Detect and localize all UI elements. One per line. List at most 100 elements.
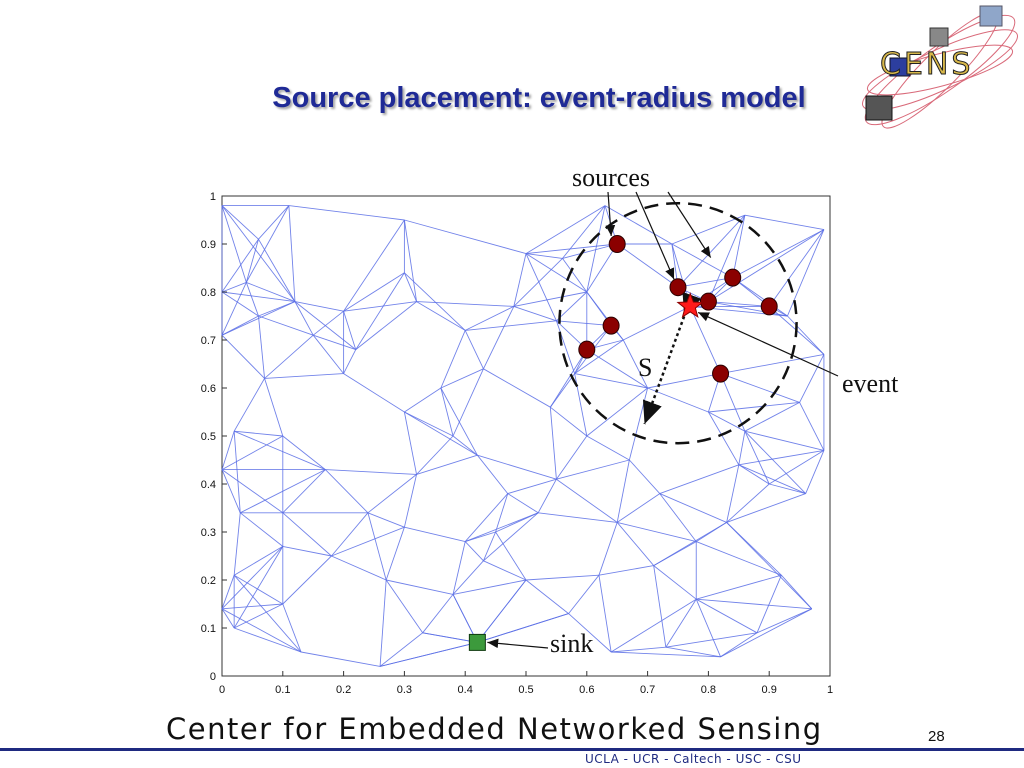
y-tick-label: 0.5	[201, 431, 216, 443]
network-edge	[440, 387, 454, 437]
network-edge	[233, 378, 265, 432]
network-edge	[440, 387, 478, 456]
network-edge	[665, 632, 758, 648]
network-edge	[477, 613, 569, 643]
network-edge	[744, 430, 825, 451]
event-star	[676, 291, 704, 319]
network-edge	[555, 320, 576, 374]
network-edge	[732, 277, 788, 317]
network-edge	[403, 272, 417, 302]
network-edge	[221, 435, 284, 470]
network-edge	[246, 281, 296, 303]
network-edge	[549, 407, 557, 480]
network-edge	[550, 406, 588, 437]
network-edge	[477, 454, 557, 480]
network-edge	[233, 574, 284, 605]
logo-cube-icon	[889, 57, 911, 77]
event-arrow	[697, 311, 839, 377]
sources-arrow	[667, 191, 712, 258]
network-edge	[239, 512, 284, 547]
x-tick-label: 0	[219, 684, 225, 696]
network-edge	[465, 305, 515, 331]
network-edge	[598, 575, 612, 653]
network-edge	[696, 598, 758, 634]
y-tick-label: 0.4	[201, 479, 216, 491]
network-edge	[294, 301, 357, 350]
network-edge	[379, 632, 423, 667]
network-edge	[513, 258, 563, 307]
network-edge	[343, 311, 357, 350]
network-edge	[221, 334, 265, 379]
network-edge	[264, 378, 284, 437]
network-edge	[221, 281, 247, 293]
network-edge	[556, 291, 588, 322]
network-edge	[556, 435, 588, 480]
network-edge	[695, 522, 727, 542]
network-edge	[732, 229, 825, 278]
network-edge	[416, 435, 454, 475]
network-edge	[586, 387, 648, 437]
network-edge	[568, 574, 600, 614]
network-edge	[671, 214, 746, 245]
network-edge	[665, 598, 697, 648]
network-edge	[465, 320, 557, 331]
network-edge	[720, 353, 825, 375]
network-edge	[483, 560, 527, 581]
radius-label: S	[638, 353, 652, 382]
network-edge	[768, 450, 825, 485]
network-edge	[707, 215, 746, 302]
sink-arrow	[487, 638, 549, 649]
network-edge	[440, 330, 466, 389]
network-edge	[665, 646, 721, 658]
network-edge	[525, 579, 569, 614]
network-edge	[233, 546, 284, 576]
network-edge	[221, 205, 247, 283]
y-tick-label: 0.2	[201, 575, 216, 587]
network-edge	[562, 258, 588, 293]
network-edge	[720, 608, 812, 658]
x-tick-label: 0.6	[579, 684, 594, 696]
network-edge	[695, 599, 721, 657]
network-edge	[288, 205, 296, 302]
network-edge	[586, 205, 606, 293]
footer-title: Center for Embedded Networked Sensing	[166, 712, 823, 746]
network-edge	[221, 238, 259, 293]
network-edge	[677, 277, 733, 288]
network-edge	[221, 603, 283, 610]
network-edge	[355, 301, 417, 350]
network-edge	[483, 306, 515, 369]
x-tick-label: 0.7	[640, 684, 655, 696]
network-edge	[403, 411, 418, 475]
network-edge	[744, 402, 800, 432]
event-radius-circle	[558, 201, 798, 445]
network-edge	[525, 243, 618, 255]
network-edge	[556, 459, 630, 480]
network-edge	[282, 512, 332, 557]
logo-text: CENS	[880, 47, 973, 82]
annotation-arrows	[487, 191, 839, 649]
network-edge	[659, 493, 727, 523]
network-edge	[513, 305, 557, 322]
event-label: event	[842, 369, 899, 398]
network-edge	[233, 546, 284, 629]
network-edge	[525, 205, 606, 254]
sources-arrow	[635, 191, 675, 280]
network-edge	[404, 411, 478, 456]
network-edge	[525, 253, 557, 321]
radius-arrow	[642, 291, 702, 425]
network-edge	[221, 608, 235, 629]
network-edge	[233, 512, 241, 576]
network-edge	[282, 555, 332, 605]
source-node	[760, 297, 778, 316]
network-edge	[738, 431, 746, 465]
network-edge	[708, 301, 770, 307]
network-edge	[233, 603, 283, 629]
network-edge	[568, 613, 612, 653]
x-tick-label: 0.2	[336, 684, 351, 696]
network-edge	[240, 469, 326, 514]
network-edge	[574, 339, 624, 374]
y-tick-label: 0.1	[201, 623, 216, 635]
network-edge	[696, 574, 782, 600]
network-edge	[452, 560, 484, 595]
network-edge	[221, 291, 259, 317]
